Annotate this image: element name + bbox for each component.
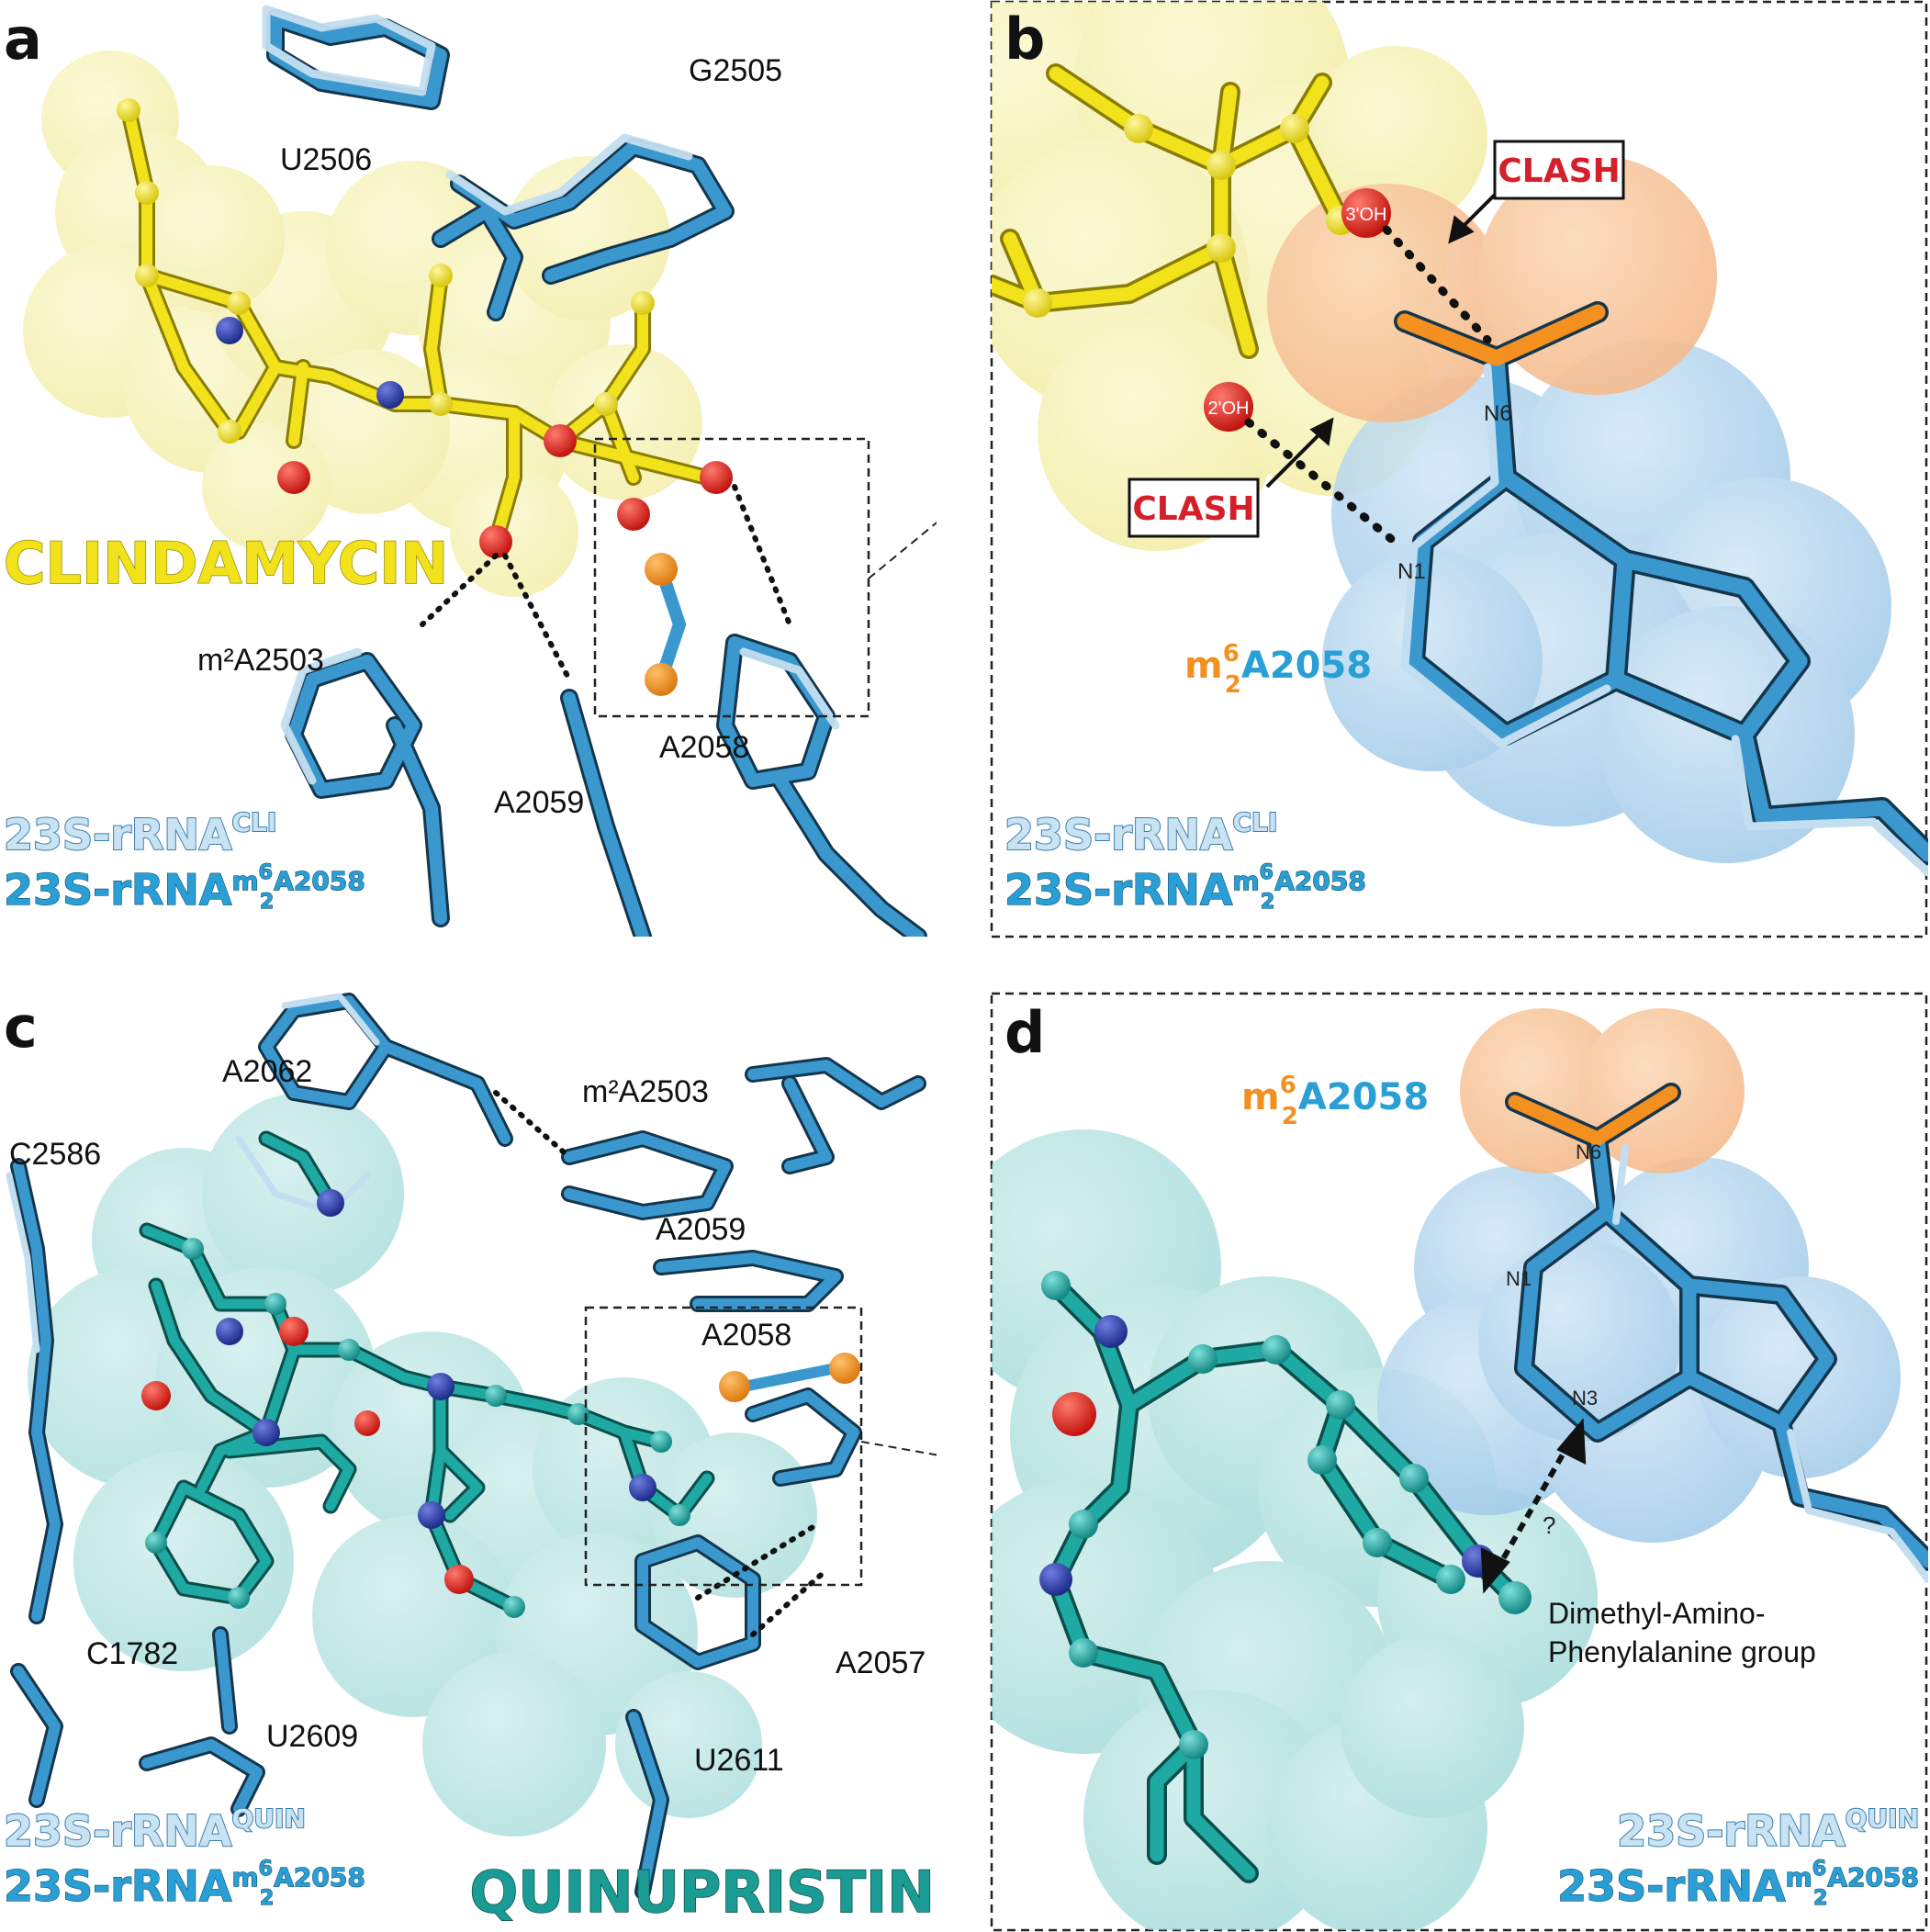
atom-n3-d: N3	[1572, 1387, 1598, 1410]
question-arrow-d	[1480, 1418, 1587, 1594]
oxygen-2oh	[1204, 382, 1253, 432]
residue-a2059-a: A2059	[494, 785, 584, 820]
zoom-connector-a	[868, 521, 937, 579]
oxygen-3oh	[1341, 188, 1391, 238]
drug-name-clindamycin: CLINDAMYCIN	[4, 530, 448, 597]
a2058-sticks-b	[1394, 301, 1928, 877]
atom-n6-d: N6	[1576, 1140, 1601, 1163]
clindamycin-oxygen-2oh	[479, 525, 512, 558]
atom-2oh: 2'OH	[1208, 399, 1250, 419]
panel-c: c A2062 m²A2503 C2586 A2059 A2058 C1782 …	[3, 993, 937, 1926]
legend-c-quin: 23S-rRNAQUIN	[4, 1803, 306, 1856]
residue-m2a2503-c: m²A2503	[582, 1074, 709, 1109]
svg-text:CLASH: CLASH	[1132, 490, 1254, 528]
panel-b-frame	[990, 0, 1928, 938]
zoom-box-c	[584, 1306, 863, 1587]
clindamycin-nitrogen-ring	[216, 317, 243, 344]
clindamycin-surface	[23, 51, 702, 597]
panel-b: 3'OH 2'OH	[992, 2, 1928, 915]
question-mark: ?	[1543, 1511, 1555, 1539]
residue-m2a2503: m²A2503	[197, 643, 324, 678]
residue-a2057: A2057	[836, 1646, 926, 1680]
a2058-methyls-c	[719, 1353, 860, 1402]
svg-text:CLASH: CLASH	[1498, 152, 1620, 190]
a2058-surface-b	[1267, 156, 1891, 863]
hbonds-a	[420, 484, 792, 682]
residue-a2062: A2062	[222, 1054, 312, 1089]
panel-a: a G2505 U2506 m²A2503 A2059 A2058 CLINDA…	[3, 5, 937, 937]
residue-a2059-c: A2059	[656, 1212, 746, 1247]
residue-u2609: U2609	[266, 1719, 358, 1754]
legend-d-quin: 23S-rRNAQUIN	[1617, 1803, 1919, 1856]
clash-box-bottom: CLASH	[1128, 477, 1260, 538]
a2058-sticks-d	[1505, 1083, 1928, 1583]
panel-letter-d: d	[1004, 999, 1045, 1066]
clindamycin-atoms	[117, 98, 733, 558]
rna-sticks-a	[262, 5, 927, 937]
clindamycin-oxygen-carbonyl	[277, 461, 310, 494]
zoom-connector-c	[860, 1441, 937, 1456]
clindamycin-nitrogen-amide	[376, 381, 404, 409]
clindamycin-oxygen-4oh	[700, 461, 733, 494]
clindamycin-atoms-b	[1023, 114, 1391, 432]
panel-d: ? N6 N1 N3 Dimethyl-Amino- Phenylalanine…	[992, 999, 1928, 1930]
residue-u2506: U2506	[280, 142, 372, 177]
group-label-line2: Phenylalanine group	[1548, 1635, 1816, 1668]
drug-name-quinupristin: QUINUPRISTIN	[469, 1859, 935, 1926]
quinupristin-surface	[28, 1093, 817, 1837]
residue-c2586: C2586	[9, 1137, 101, 1172]
a2058-surface-d	[1377, 1008, 1901, 1543]
legend-b-cli: 23S-rRNACLI	[1004, 807, 1277, 859]
atom-n1-d: N1	[1506, 1267, 1532, 1290]
hbonds-b	[1244, 225, 1492, 551]
group-label-line1: Dimethyl-Amino-	[1548, 1597, 1765, 1630]
clindamycin-oxygen-3oh	[617, 498, 650, 531]
residue-g2505: G2505	[689, 53, 782, 88]
residue-c1782: C1782	[86, 1636, 178, 1671]
panel-letter-c: c	[4, 994, 38, 1061]
residue-u2611: U2611	[694, 1743, 784, 1778]
atom-n1-b: N1	[1397, 559, 1426, 584]
atom-n6-b: N6	[1484, 401, 1512, 426]
clash-box-top: CLASH	[1493, 140, 1625, 200]
clindamycin-oxygen-ring	[544, 424, 577, 457]
panel-letter-a: a	[4, 6, 42, 73]
residue-a2058-c: A2058	[701, 1318, 791, 1353]
a2058-methyls-a	[645, 553, 687, 696]
atom-3oh: 3'OH	[1346, 205, 1387, 225]
legend-a-cli: 23S-rRNACLI	[4, 807, 276, 859]
clash-arrows	[1265, 182, 1508, 489]
rna-sticks-c	[6, 993, 926, 1900]
panel-letter-b: b	[1004, 6, 1045, 73]
residue-a2058-a: A2058	[659, 730, 749, 765]
quinupristin-atoms	[141, 1189, 690, 1618]
